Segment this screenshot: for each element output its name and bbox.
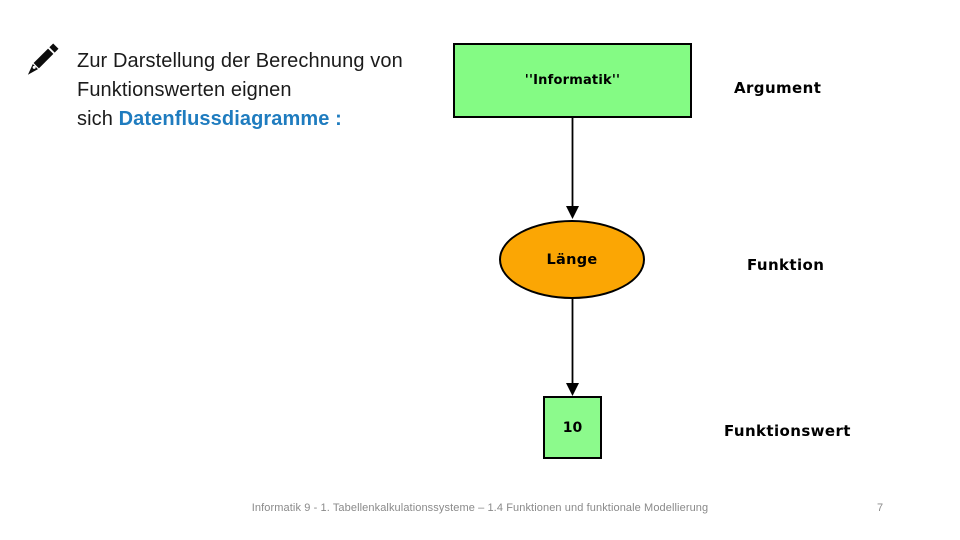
arrow-function-to-value: [566, 298, 579, 396]
title-line-3-suffix: :: [329, 108, 342, 130]
title-line-3: sich Datenflussdiagramme :: [77, 105, 467, 134]
arrow-argument-to-function: [566, 118, 579, 219]
keyword-datenflussdiagramme: Datenflussdiagramme: [118, 108, 330, 130]
title-line-1: Zur Darstellung der Berechnung von: [77, 50, 403, 72]
slide-title: Zur Darstellung der Berechnung von Funkt…: [77, 47, 467, 134]
function-value-box: 10: [543, 396, 602, 459]
argument-box: ''Informatik'': [453, 43, 692, 118]
function-ellipse: Länge: [499, 220, 645, 299]
label-funktionswert: Funktionswert: [724, 422, 851, 440]
label-argument: Argument: [734, 79, 822, 97]
pen-icon: [26, 41, 64, 82]
footer-text: Informatik 9 - 1. Tabellenkalkulationssy…: [251, 502, 709, 514]
title-line-2: Funktionswerten eignen: [77, 79, 292, 101]
pen-icon-graphic: [27, 43, 59, 75]
label-funktion: Funktion: [747, 256, 825, 274]
page-number: 7: [876, 502, 884, 514]
title-line-3-prefix: sich: [77, 108, 119, 130]
